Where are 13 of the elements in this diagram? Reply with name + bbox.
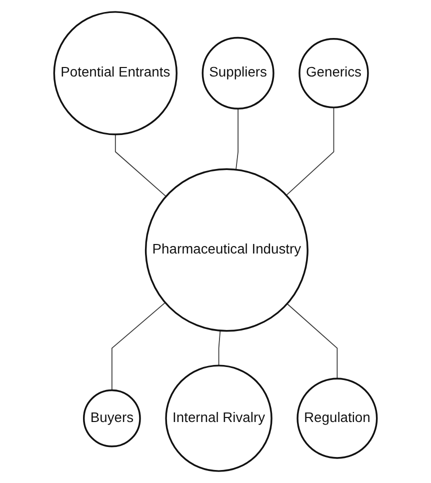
node-circle: Pharmaceutical Industry xyxy=(144,168,308,332)
connector xyxy=(112,302,166,391)
connector xyxy=(114,134,166,197)
node-circle: Potential Entrants xyxy=(53,11,178,136)
node-circle: Suppliers xyxy=(202,36,274,110)
node-circle: Regulation xyxy=(296,378,378,459)
connector xyxy=(286,303,338,380)
node-circle: Internal Rivalry xyxy=(165,364,272,472)
node-circle: Buyers xyxy=(82,389,141,448)
connector xyxy=(236,108,238,170)
node-circle: Generics xyxy=(298,38,369,108)
connector xyxy=(218,330,221,366)
connector xyxy=(286,107,334,196)
